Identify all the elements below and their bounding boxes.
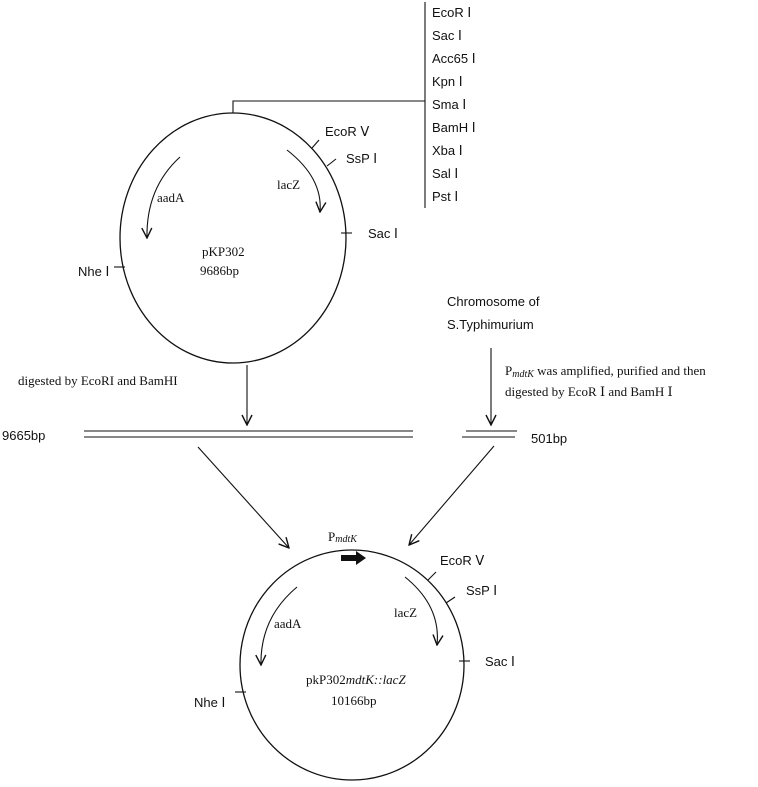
top-aada-arrow [147,156,181,238]
bottom-label-sspi: SsP Ⅰ [466,583,497,598]
digest-right-line2: digested by EcoR Ⅰ and BamH Ⅰ [505,384,673,399]
bottom-label-ecorv: EcoR Ⅴ [440,553,484,568]
digest-right-line1: PmdtK was amplified, purified and then [505,363,706,380]
bottom-gene-aada: aadA [274,616,302,631]
top-gene-lacz: lacZ [277,177,300,192]
top-plasmid: EcoR Ⅴ SsP Ⅰ Sac Ⅰ Nhe Ⅰ aadA lacZ pKP30… [78,112,398,364]
bottom-plasmid-size: 10166bp [331,693,377,708]
bottom-tick-sspi [445,596,456,604]
top-label-sspi: SsP Ⅰ [346,151,377,166]
top-label-nhei: Nhe Ⅰ [78,264,109,279]
fragment-right [462,430,517,438]
bottom-promoter-label: PmdtK [328,529,358,545]
mcs-site-sali: Sal Ⅰ [432,166,458,181]
top-plasmid-size: 9686bp [200,263,239,278]
bottom-label-saci: Sac Ⅰ [485,654,515,669]
bottom-plasmid-name: pkP302mdtK::lacZ [306,672,406,687]
chromosome-label-line2: S.Typhimurium [447,317,534,332]
bottom-label-nhei: Nhe Ⅰ [194,695,225,710]
bottom-gene-lacz: lacZ [394,605,417,620]
fragment-right-size: 501bp [531,431,567,446]
fragment-left-size: 9665bp [2,428,45,443]
bottom-plasmid: PmdtK EcoR Ⅴ SsP Ⅰ Sac Ⅰ Nhe Ⅰ aadA lacZ… [194,529,515,781]
mcs-site-psti: Pst Ⅰ [432,189,458,204]
mcs-site-kpni: Kpn Ⅰ [432,74,463,89]
top-tick-sspi [326,158,337,167]
bottom-aada-arrow [261,586,298,665]
mcs-site-list: EcoR Ⅰ Sac Ⅰ Acc65 Ⅰ Kpn Ⅰ Sma Ⅰ BamH Ⅰ … [424,2,476,208]
arrow-ligation-right [409,445,495,545]
mcs-site-bamhi: BamH Ⅰ [432,120,476,135]
bottom-plasmid-circle [239,549,465,781]
bottom-name-prefix: pkP302 [306,672,346,687]
top-gene-aada: aadA [157,190,185,205]
digest-left-text: digested by EcoRI and BamHI [18,373,178,388]
promoter-arrow-icon [341,551,366,565]
fragment-left [84,430,413,438]
top-lacz-arrow [286,149,320,212]
mcs-site-acc65i: Acc65 Ⅰ [432,51,476,66]
top-tick-ecorv [311,139,320,149]
mcs-site-saci: Sac Ⅰ [432,28,462,43]
top-plasmid-circle [119,112,347,364]
bottom-promoter-sub: mdtK [335,534,358,545]
mcs-connector-line [232,100,425,113]
top-label-saci: Sac Ⅰ [368,226,398,241]
top-plasmid-name: pKP302 [202,244,245,259]
digest-right-prefix: P [505,363,512,378]
chromosome-label-line1: Chromosome of [447,294,540,309]
bottom-tick-ecorv [427,571,437,581]
bottom-promoter-prefix: P [328,529,335,544]
arrow-ligation-left [197,446,289,548]
top-label-ecorv: EcoR Ⅴ [325,124,369,139]
bottom-name-italic: mdtK::lacZ [346,672,407,687]
bottom-lacz-arrow [404,576,437,645]
mcs-site-xbai: Xba Ⅰ [432,143,463,158]
digest-right-rest: was amplified, purified and then [534,363,706,378]
mcs-site-smai: Sma Ⅰ [432,97,466,112]
digest-right-sub: mdtK [512,369,535,380]
mcs-site-ecori: EcoR Ⅰ [432,5,471,20]
